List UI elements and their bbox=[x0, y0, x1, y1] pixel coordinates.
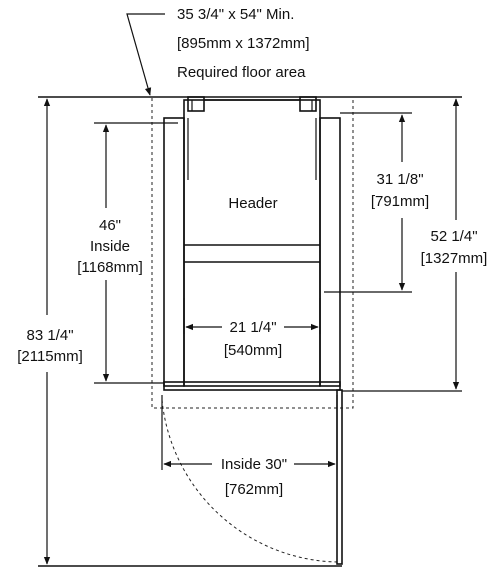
door-leaf bbox=[336, 389, 343, 565]
right-outer-dimension bbox=[342, 98, 462, 392]
right-outer-line-2: [1327mm] bbox=[421, 250, 488, 267]
callout-line-3: Required floor area bbox=[177, 64, 306, 81]
left-inside-line-2: Inside bbox=[90, 238, 130, 255]
overall-height-line-2: [2115mm] bbox=[17, 348, 83, 365]
right-inner-line-1: 31 1/8" bbox=[376, 171, 423, 188]
door-width-line-1: Inside 30" bbox=[221, 456, 287, 473]
door-swing bbox=[161, 389, 343, 565]
right-side-panel bbox=[319, 117, 341, 387]
overall-height-line-1: 83 1/4" bbox=[26, 327, 73, 344]
inner-width-line-1: 21 1/4" bbox=[229, 319, 276, 336]
base-plate bbox=[163, 381, 341, 391]
inner-width-line-2: [540mm] bbox=[224, 342, 282, 359]
inner-width-dimension bbox=[183, 298, 321, 334]
callout-line-1: 35 3/4" x 54" Min. bbox=[177, 6, 294, 23]
left-top-bracket bbox=[187, 96, 205, 112]
callout-leader bbox=[126, 13, 165, 96]
left-inside-line-3: [1168mm] bbox=[77, 259, 143, 276]
door-swing-arc bbox=[161, 399, 338, 563]
door-width-line-2: [762mm] bbox=[225, 481, 283, 498]
right-outer-line-1: 52 1/4" bbox=[430, 228, 477, 245]
cabinet bbox=[163, 96, 341, 391]
right-top-bracket bbox=[299, 96, 317, 112]
required-floor-area-outline bbox=[151, 96, 354, 409]
left-inside-dimension bbox=[94, 122, 178, 384]
right-inner-line-2: [791mm] bbox=[371, 193, 429, 210]
callout-line-2: [895mm x 1372mm] bbox=[177, 35, 310, 52]
header-label: Header bbox=[228, 195, 277, 212]
right-inner-dimension bbox=[324, 112, 412, 293]
left-side-panel bbox=[163, 117, 185, 387]
left-inside-line-1: 46" bbox=[99, 217, 121, 234]
